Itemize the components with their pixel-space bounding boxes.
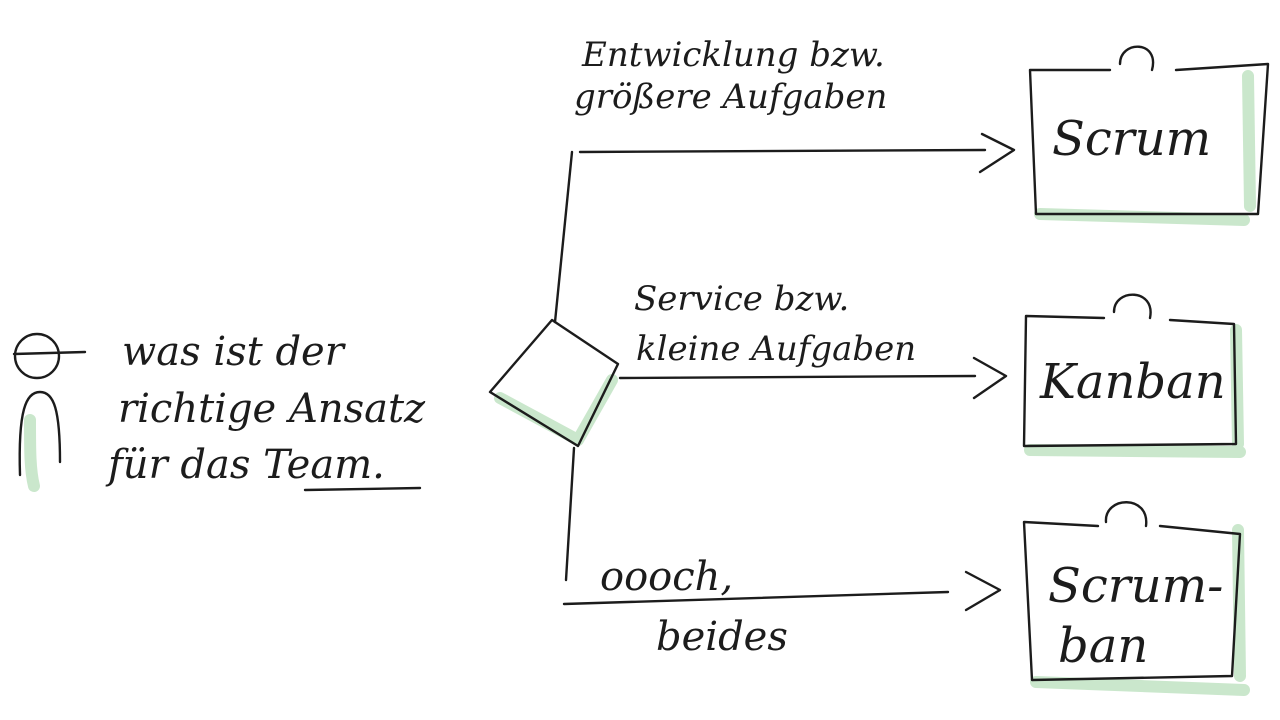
result-scrum-label: Scrum xyxy=(1052,111,1211,167)
question-line-3-prefix: für das xyxy=(105,442,263,488)
question-line-3-suffix: . xyxy=(372,442,385,488)
handle-icon xyxy=(1118,45,1155,72)
result-scrumban-label-line-1: Scrum- xyxy=(1048,558,1223,614)
person-icon xyxy=(12,332,87,492)
handle-icon xyxy=(1112,293,1152,320)
result-scrumban-label-line-2: ban xyxy=(1058,618,1148,674)
branch-3-condition-line-1: oooch, xyxy=(600,554,733,600)
branch-2-condition-line-2: kleine Aufgaben xyxy=(636,329,916,369)
result-box-scrumban: Scrum- ban xyxy=(1022,501,1250,696)
arrow-head-icon xyxy=(964,570,1002,612)
question-line-2: richtige Ansatz xyxy=(118,386,426,432)
arrow-head-icon xyxy=(972,356,1008,400)
handle-icon xyxy=(1104,501,1148,528)
branch-2-condition-line-1: Service bzw. xyxy=(634,279,849,319)
branch-scrum: Entwicklung bzw. größere Aufgaben Scrum xyxy=(574,35,1270,226)
branch-kanban: Service bzw. kleine Aufgaben Kanban xyxy=(618,279,1246,458)
question-keyword-team: Team xyxy=(263,442,372,488)
question-text: was ist der richtige Ansatz für das Team… xyxy=(105,329,426,492)
branch-scrumban: oooch, beides Scrum- ban xyxy=(562,501,1250,696)
decision-diamond xyxy=(488,318,620,448)
question-line-1: was ist der xyxy=(122,329,347,375)
result-kanban-label: Kanban xyxy=(1039,354,1226,410)
branch-3-condition-line-2: beides xyxy=(656,614,788,660)
connector-lines xyxy=(553,150,576,582)
branch-1-arrow-line xyxy=(578,148,987,154)
question-line-3: für das Team. xyxy=(105,442,385,488)
branch-1-condition-line-1: Entwicklung bzw. xyxy=(581,35,885,75)
branch-2-arrow-line xyxy=(618,374,977,380)
result-box-scrum: Scrum xyxy=(1028,45,1270,226)
branch-3-arrow-line xyxy=(562,590,950,606)
branch-1-condition-line-2: größere Aufgaben xyxy=(574,77,887,117)
team-underline xyxy=(303,486,422,492)
arrow-head-icon xyxy=(978,132,1016,174)
result-box-kanban: Kanban xyxy=(1022,293,1246,458)
connector-top xyxy=(553,150,574,324)
connector-bottom xyxy=(564,446,576,582)
